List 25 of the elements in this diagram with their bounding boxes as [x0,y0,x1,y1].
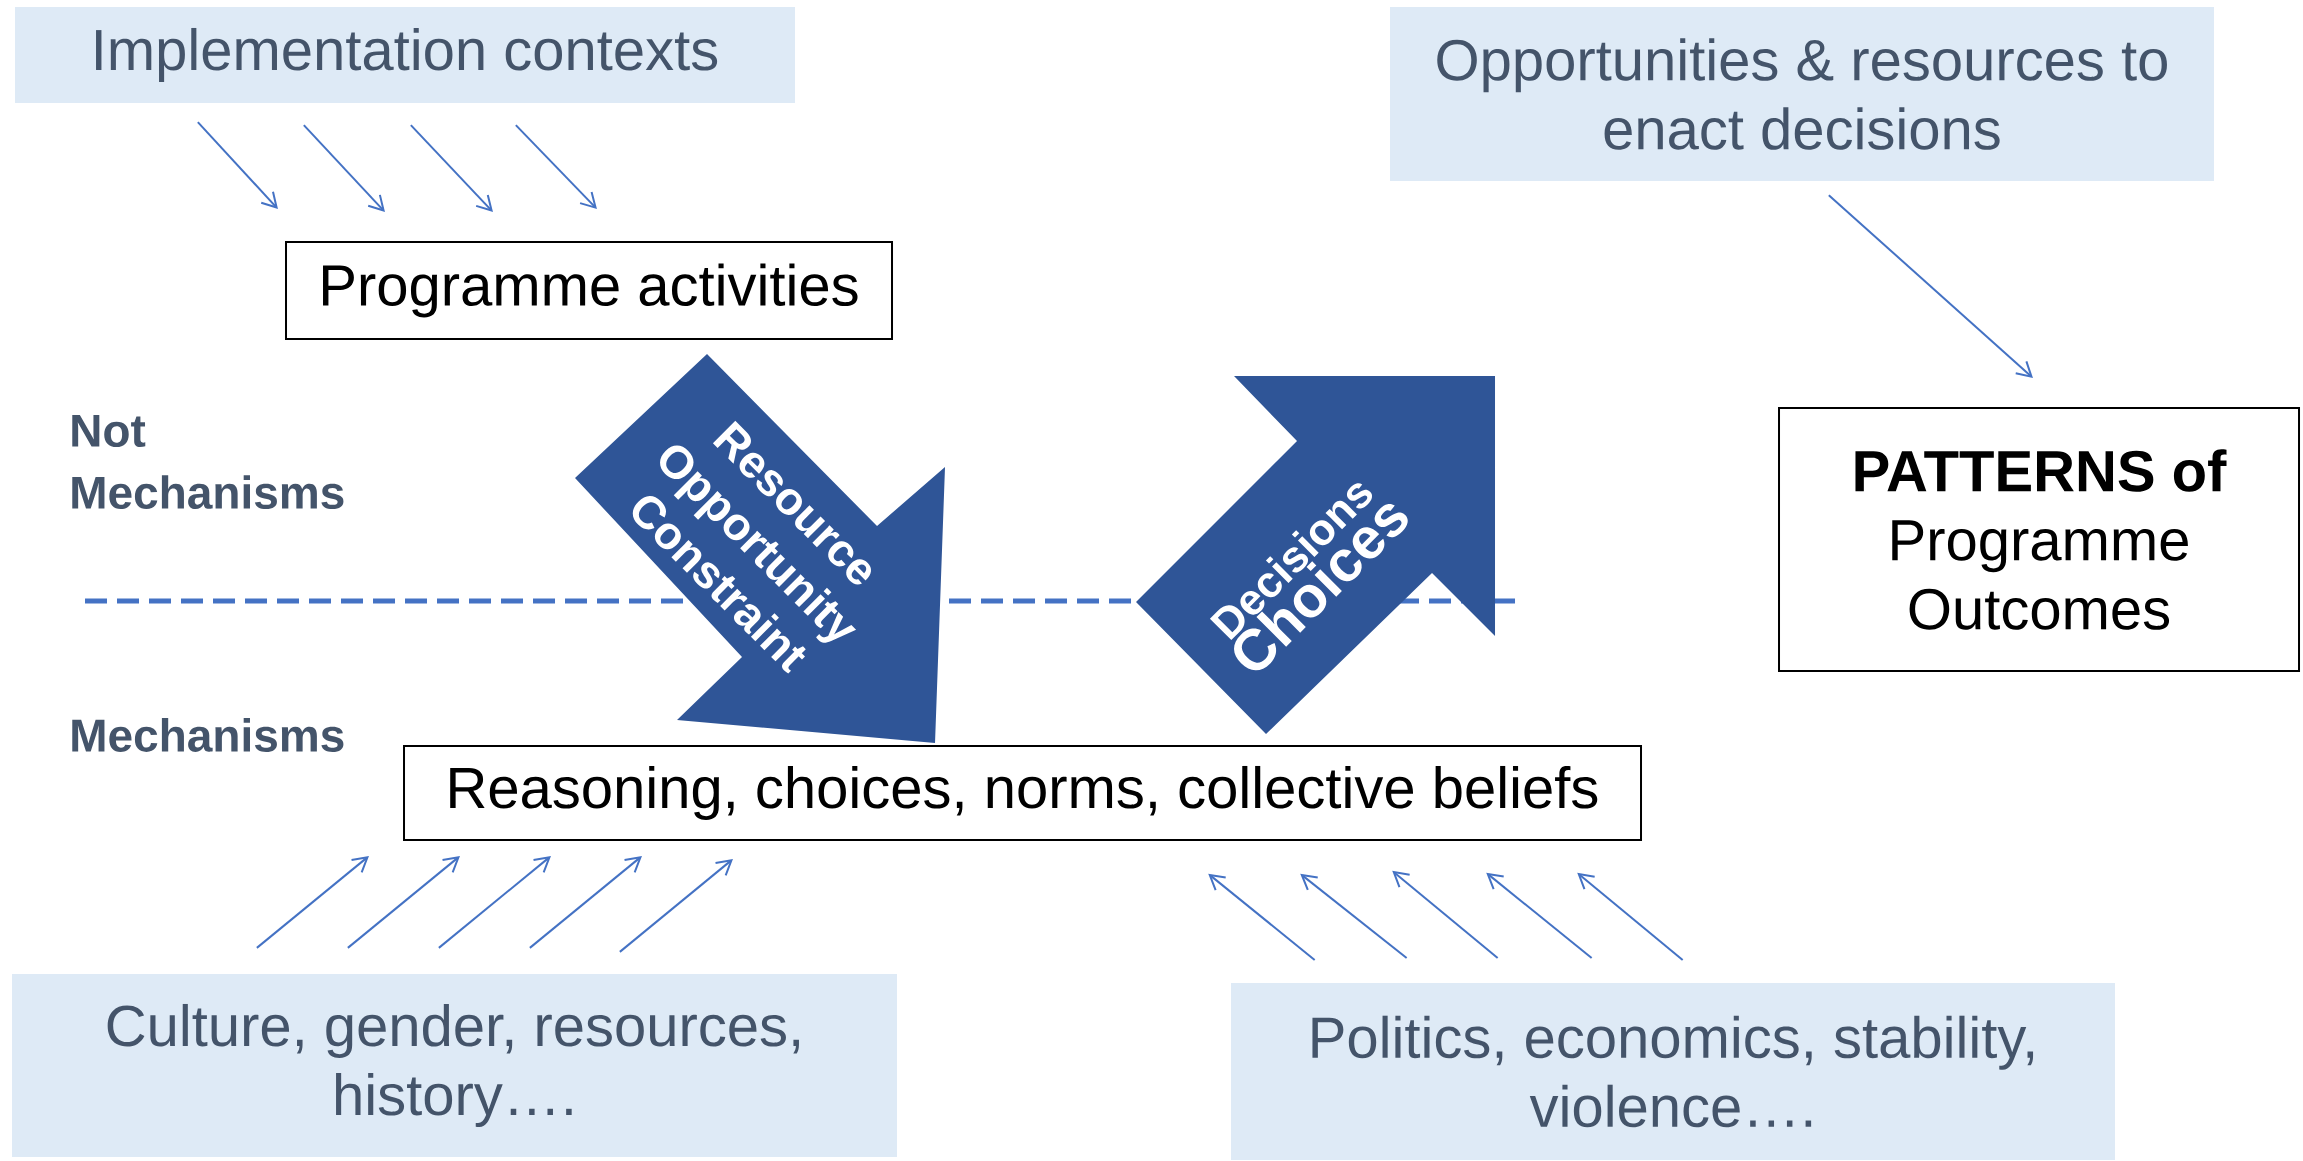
text-box: Programme activities [285,241,893,340]
arrow [255,855,369,949]
arrow [1392,870,1499,959]
text-box: Reasoning, choices, norms, collective beliefs [403,745,1642,841]
arrow [1208,873,1316,961]
context-box: Politics, economics, stability, violence…. [1231,983,2115,1160]
arrow [1486,872,1593,959]
arrow [1577,872,1684,961]
arrow [1300,873,1408,959]
context-box: Culture, gender, resources, history…. [12,974,897,1157]
context-box: Opportunities & resources to enact decisions [1390,7,2214,181]
arrow [302,124,385,213]
arrow [618,858,733,953]
text-box: PATTERNS of Programme Outcomes [1778,407,2300,672]
block-arrow [575,354,945,743]
arrow [437,855,551,949]
side-label: Not Mechanisms [72,414,344,510]
arrow [196,121,278,210]
context-box: Implementation contexts [15,7,795,103]
arrow [346,855,460,949]
arrow [409,124,493,213]
arrow [1827,194,2033,379]
side-label: Mechanisms [72,718,344,752]
arrow [528,855,642,949]
arrow [514,124,597,210]
